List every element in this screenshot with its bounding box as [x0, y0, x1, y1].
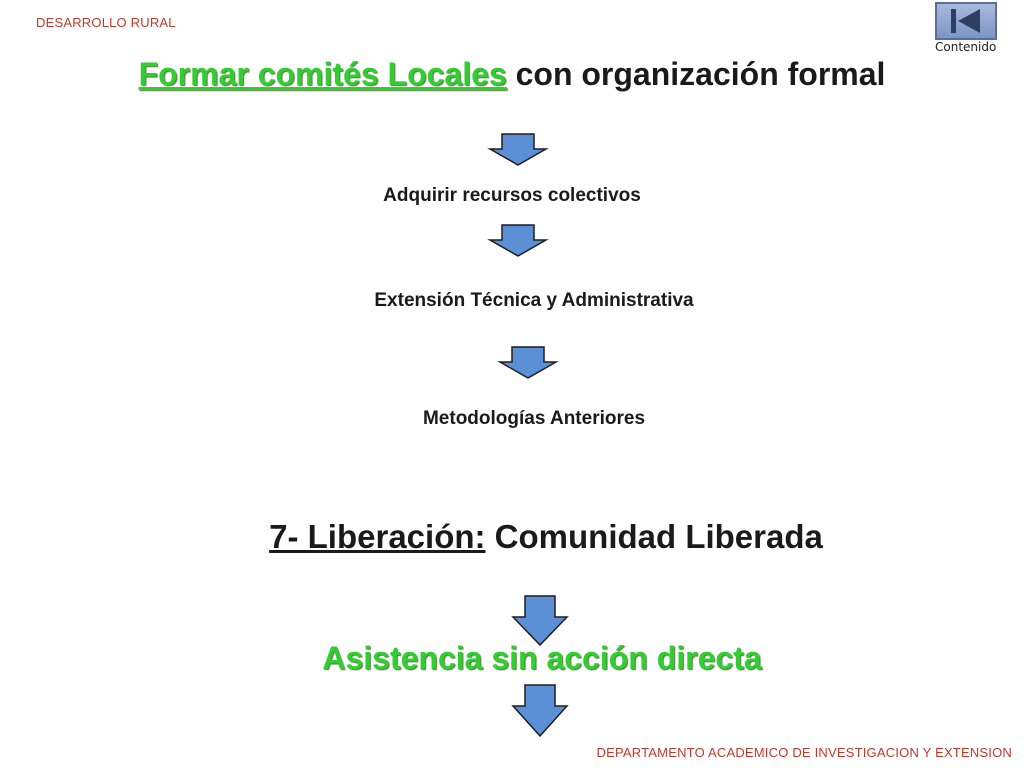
- down-arrow-icon: [497, 346, 559, 379]
- page-title: Formar comités Locales con organización …: [0, 56, 1024, 93]
- down-arrow-icon: [511, 595, 569, 647]
- down-arrow-icon: [487, 133, 549, 166]
- contents-nav-label[interactable]: Contenido: [935, 40, 997, 54]
- header-label: DESARROLLO RURAL: [36, 15, 176, 30]
- down-arrow-icon: [511, 684, 569, 738]
- step-item: Adquirir recursos colectivos: [383, 185, 641, 206]
- down-arrow-icon: [487, 224, 549, 257]
- step-item: Metodologías Anteriores: [422, 408, 646, 429]
- assistance-text: Asistencia sin acción directa: [322, 640, 762, 676]
- title-highlight: Formar comités Locales: [138, 56, 507, 92]
- first-page-icon: [951, 9, 980, 33]
- section-heading-rest: Comunidad Liberada: [485, 518, 823, 555]
- footer-label: DEPARTAMENTO ACADEMICO DE INVESTIGACION …: [596, 745, 1012, 760]
- section-heading: 7- Liberación: Comunidad Liberada: [34, 518, 1024, 556]
- title-rest: con organización formal: [506, 56, 886, 92]
- section-number-label: 7- Liberación:: [269, 518, 486, 555]
- step-item: Extensión Técnica y Administrativa: [374, 290, 694, 311]
- contents-nav-button[interactable]: [935, 2, 997, 40]
